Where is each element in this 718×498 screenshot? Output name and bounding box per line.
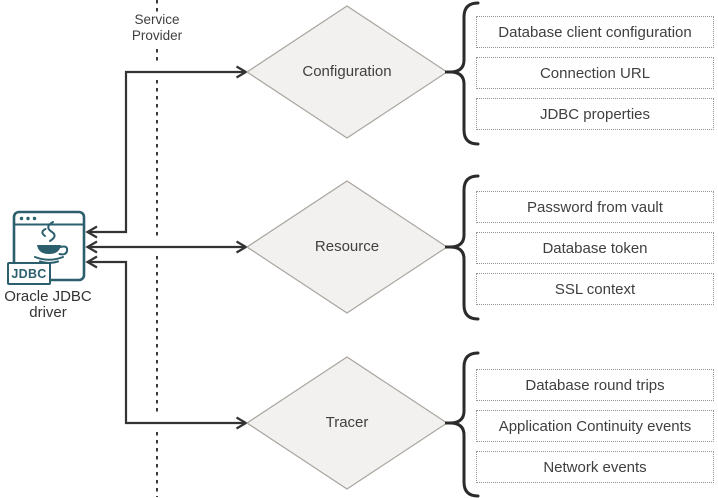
- item-database-token: Database token: [476, 232, 714, 264]
- diamond-tracer-label: Tracer: [325, 414, 369, 431]
- arrowhead-left-icon: [85, 225, 98, 239]
- diamond-resource-label: Resource: [314, 238, 380, 255]
- arrow-resource: [85, 240, 249, 254]
- item-jdbc-properties: JDBC properties: [476, 98, 714, 130]
- item-password-from-vault: Password from vault: [476, 191, 714, 223]
- driver-label-line2: driver: [29, 304, 67, 321]
- brace-configuration: [449, 1, 480, 146]
- item-database-client-configuration: Database client configuration: [476, 16, 714, 48]
- item-database-round-trips: Database round trips: [476, 369, 714, 401]
- item-connection-url: Connection URL: [476, 57, 714, 89]
- arrowhead-left-icon: [85, 240, 98, 254]
- diamond-configuration-label: Configuration: [302, 63, 392, 80]
- arrow-configuration: [85, 65, 249, 239]
- arrow-tracer: [85, 255, 249, 430]
- arrowhead-left-icon: [85, 255, 98, 269]
- driver-label-line1: Oracle JDBC: [4, 288, 92, 305]
- service-provider-label: Service Provider: [117, 12, 197, 44]
- brace-tracer: [449, 351, 480, 498]
- item-network-events: Network events: [476, 451, 714, 483]
- browser-dots-icon: [19, 216, 37, 221]
- item-application-continuity-events: Application Continuity events: [476, 410, 714, 442]
- item-ssl-context: SSL context: [476, 273, 714, 305]
- jdbc-badge: JDBC: [7, 262, 51, 285]
- driver-label: Oracle JDBC driver: [0, 289, 104, 321]
- brace-resource: [449, 174, 480, 321]
